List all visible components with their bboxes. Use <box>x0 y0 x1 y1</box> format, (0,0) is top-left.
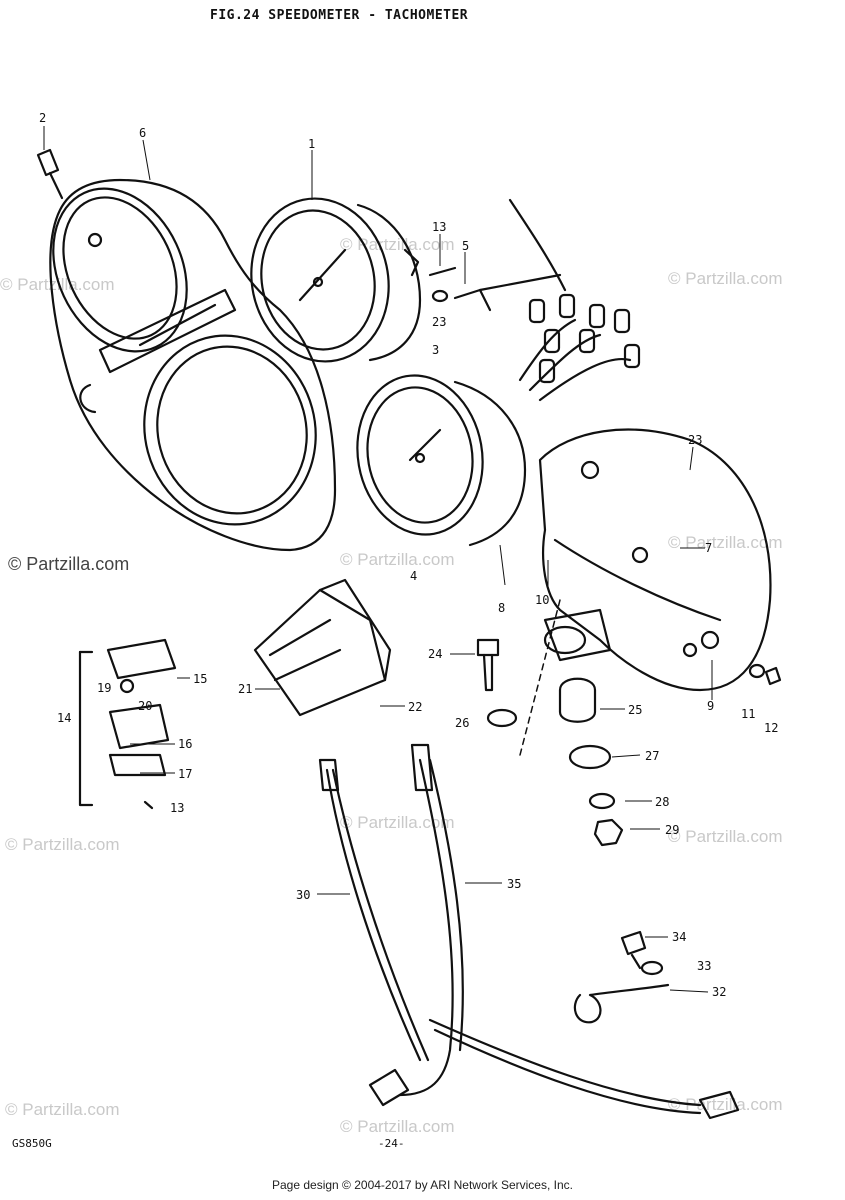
leader-lines <box>43 126 713 993</box>
callout-34: 34 <box>672 930 686 944</box>
callout-13: 13 <box>432 220 446 234</box>
callout-11: 11 <box>741 707 755 721</box>
callout-33: 33 <box>697 959 711 973</box>
callout-24: 23 <box>688 433 702 447</box>
watermark: © Partzilla.com <box>668 827 783 846</box>
callout-14: 14 <box>57 711 71 725</box>
drawing-code: GS850G <box>12 1137 52 1150</box>
callout-35: 35 <box>507 877 521 891</box>
indicator-assembly <box>78 638 177 810</box>
callout-6: 6 <box>139 126 146 140</box>
nut-washer <box>748 663 782 686</box>
watermark: © Partzilla.com <box>5 1100 120 1119</box>
watermark: © Partzilla.com <box>340 813 455 832</box>
watermark: © Partzilla.com <box>8 554 129 574</box>
meter-housing <box>49 178 337 552</box>
callout-10: 10 <box>535 593 549 607</box>
callout-2: 2 <box>39 111 46 125</box>
page-number: -24- <box>378 1137 405 1150</box>
meter-bracket <box>538 428 772 692</box>
watermark: © Partzilla.com <box>340 235 455 254</box>
callout-19: 19 <box>97 681 111 695</box>
callout-31: 30 <box>296 888 310 902</box>
tachometer <box>356 374 527 547</box>
callout-9: 9 <box>707 699 714 713</box>
watermark: © Partzilla.com <box>668 533 783 552</box>
guide-line <box>519 599 561 756</box>
watermark: © Partzilla.com <box>340 550 455 569</box>
speedometer <box>250 197 422 363</box>
figure-title: FIG.24 SPEEDOMETER - TACHOMETER <box>210 8 469 23</box>
callout-1: 1 <box>308 137 315 151</box>
callout-21: 21 <box>238 682 252 696</box>
callout-17: 17 <box>178 767 192 781</box>
watermarks: © Partzilla.com © Partzilla.com © Partzi… <box>0 235 783 1136</box>
indicator-cover <box>253 578 392 717</box>
callout-8: 8 <box>498 601 505 615</box>
watermark: © Partzilla.com <box>668 1095 783 1114</box>
callout-labels: 2 6 1 13 5 23 3 4 23 7 8 10 9 11 12 15 1… <box>39 111 778 999</box>
meter-cables <box>318 743 740 1120</box>
callout-3: 3 <box>432 343 439 357</box>
callout-16: 16 <box>178 737 192 751</box>
watermark: © Partzilla.com <box>5 835 120 854</box>
callout-25: 24 <box>428 647 442 661</box>
watermark: © Partzilla.com <box>340 1117 455 1136</box>
callout-12: 12 <box>764 721 778 735</box>
bulb <box>36 148 64 200</box>
footer-copyright: Page design © 2004-2017 by ARI Network S… <box>271 1178 573 1192</box>
callout-30: 29 <box>665 823 679 837</box>
callout-29: 28 <box>655 795 669 809</box>
cable-clamp <box>573 930 670 1024</box>
callout-15: 15 <box>193 672 207 686</box>
small-fasteners <box>428 266 562 312</box>
callout-7: 7 <box>705 541 712 555</box>
callout-27: 26 <box>455 716 469 730</box>
callout-20: 20 <box>138 699 152 713</box>
watermark: © Partzilla.com <box>668 269 783 288</box>
callout-13b: 13 <box>170 801 184 815</box>
callout-28: 27 <box>645 749 659 763</box>
watermark: © Partzilla.com <box>0 275 115 294</box>
callout-23: 23 <box>432 315 446 329</box>
callout-32: 32 <box>712 985 726 999</box>
callout-22: 22 <box>408 700 422 714</box>
wiring-harness <box>508 198 641 402</box>
mount-stack <box>476 625 624 847</box>
callout-26: 25 <box>628 703 642 717</box>
callout-4: 4 <box>410 569 417 583</box>
callout-5: 5 <box>462 239 469 253</box>
